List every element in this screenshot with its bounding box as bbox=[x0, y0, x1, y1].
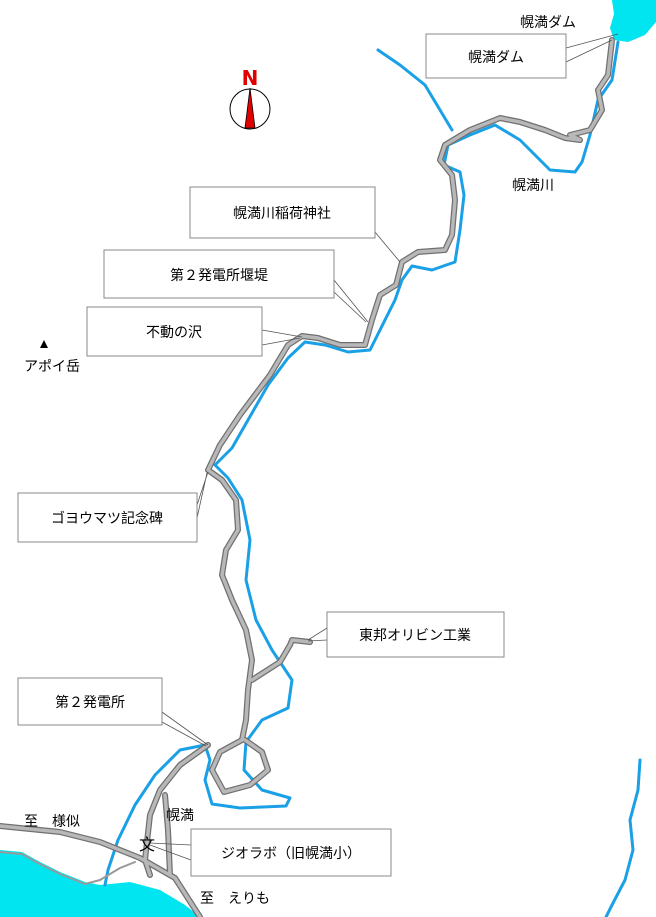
horoman-river bbox=[103, 40, 620, 887]
north-label: N bbox=[242, 66, 259, 90]
school-icon: 文 bbox=[139, 835, 155, 854]
shore-road bbox=[0, 851, 136, 885]
to-samani-label: 至 様似 bbox=[24, 814, 80, 830]
callout-toho: 東邦オリビン工業 bbox=[359, 628, 471, 644]
mountain-icon bbox=[40, 340, 48, 348]
village-road-2 bbox=[163, 793, 172, 877]
north-arrow: N bbox=[229, 66, 271, 130]
mountain-label: アポイ岳 bbox=[24, 359, 80, 375]
callout-goyomatsu: ゴヨウマツ記念碑 bbox=[51, 510, 163, 527]
river-label: 幌満川 bbox=[512, 178, 554, 194]
tributary-river bbox=[376, 48, 454, 132]
callout-dam: 幌満ダム bbox=[468, 50, 524, 66]
dam-small-label: 幌満ダム bbox=[520, 15, 576, 31]
horoman-label: 幌満 bbox=[166, 808, 194, 824]
callout-geolab: ジオラボ（旧幌満小） bbox=[221, 846, 361, 862]
to-erimo-label: 至 えりも bbox=[200, 891, 270, 907]
east-stream bbox=[604, 758, 642, 917]
village-road bbox=[143, 743, 210, 877]
callout-plant2: 第２発電所 bbox=[55, 694, 125, 711]
coastal-road bbox=[0, 824, 202, 917]
dam-access-road bbox=[206, 38, 614, 794]
toho-access-road bbox=[250, 638, 312, 682]
callout-weir: 第２発電所堰堤 bbox=[170, 267, 268, 284]
sea bbox=[0, 850, 200, 917]
callout-fudo: 不動の沢 bbox=[146, 325, 202, 341]
dam-lake bbox=[610, 0, 656, 42]
callout-shrine: 幌満川稲荷神社 bbox=[233, 206, 331, 222]
